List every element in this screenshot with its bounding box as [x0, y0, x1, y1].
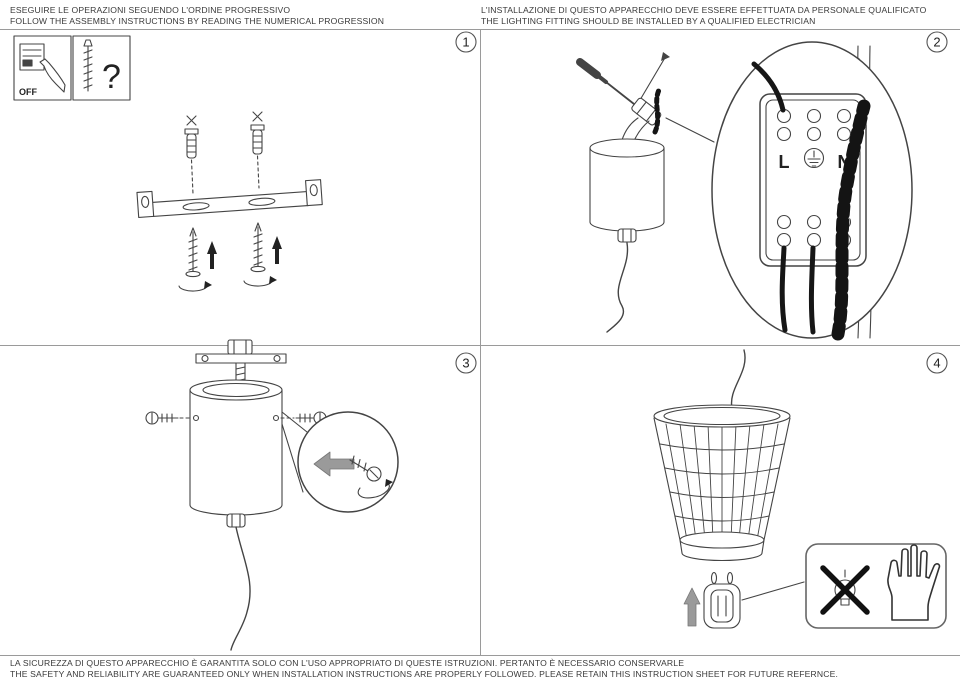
step-3-badge: 3: [455, 352, 477, 374]
earth-symbol-icon: [803, 147, 825, 169]
screw-question-icon: ?: [72, 35, 131, 101]
power-off-icon: OFF: [13, 35, 72, 101]
pendant-wire: [606, 242, 629, 333]
screw-detail-callout: [281, 411, 399, 513]
panel-4: [653, 349, 947, 629]
ceiling-cup: [589, 138, 665, 333]
svg-text:1: 1: [462, 35, 469, 50]
header-right: L'INSTALLAZIONE DI QUESTO APPARECCHIO DE…: [481, 5, 926, 27]
mounting-bracket: [136, 179, 323, 218]
header-left: ESEGUIRE LE OPERAZIONI SEGUENDO L'ORDINE…: [10, 5, 384, 27]
glove-icon: [887, 544, 941, 621]
insert-arrow-up: [683, 587, 701, 627]
live-label: L: [779, 152, 790, 172]
warning-leader: [741, 581, 805, 601]
svg-text:3: 3: [462, 356, 469, 371]
svg-text:OFF: OFF: [19, 87, 37, 97]
wall-plug-left-icon: [184, 128, 199, 195]
terminal-detail-callout: L N: [711, 41, 913, 341]
svg-text:2: 2: [933, 35, 940, 50]
wire-black-top: [751, 61, 786, 113]
step-1-badge: 1: [455, 31, 477, 53]
push-arrow-left: [313, 451, 355, 477]
ceiling-bracket-mounted: [195, 339, 287, 386]
lampshade: [653, 404, 791, 562]
header-right-line1: L'INSTALLAZIONE DI QUESTO APPARECCHIO DE…: [481, 5, 927, 15]
position-x-marks: [186, 111, 263, 126]
panel-2: L N: [576, 41, 913, 341]
side-screw-left: [145, 411, 193, 425]
striped-cable-small: [652, 85, 663, 135]
mounting-screw-left: [178, 227, 217, 292]
wire-black-bottom-2: [808, 245, 816, 335]
insert-arrow-up: [207, 241, 217, 269]
pendant-wire: [230, 526, 251, 651]
footer-line2: THE SAFETY AND RELIABILITY ARE GUARANTEE…: [10, 668, 838, 679]
cup-wires: [621, 117, 650, 142]
header-left-line1: ESEGUIRE LE OPERAZIONI SEGUENDO L'ORDINE…: [10, 5, 291, 15]
header-left-line2: FOLLOW THE ASSEMBLY INSTRUCTIONS BY READ…: [10, 15, 385, 26]
step-2-badge: 2: [926, 31, 948, 53]
rotate-arrow: [243, 279, 273, 287]
wire-black-bottom-1: [779, 245, 788, 333]
svg-text:4: 4: [933, 356, 940, 371]
no-touch-icon: [820, 565, 870, 615]
screwdriver-icon: [576, 58, 635, 105]
panel-grid: [0, 29, 960, 656]
pendant-wire-top: [730, 349, 746, 409]
callout-leader: [665, 117, 715, 143]
footer-line1: LA SICUREZZA DI QUESTO APPARECCHIO È GAR…: [10, 658, 685, 668]
wall-plug-right-icon: [250, 124, 265, 189]
footer: LA SICUREZZA DI QUESTO APPARECCHIO È GAR…: [10, 658, 838, 680]
header-right-line2: THE LIGHTING FITTING SHOULD BE INSTALLED…: [481, 15, 816, 26]
warning-box: [805, 543, 947, 629]
panel-3: [145, 339, 399, 651]
rotate-arrow: [357, 482, 390, 499]
pointer-arrow: [639, 52, 670, 101]
insert-arrow-up: [272, 236, 282, 264]
mounting-screw-right: [243, 222, 282, 287]
step-4-badge: 4: [926, 352, 948, 374]
striped-sheath: [831, 99, 871, 341]
fixture-body: [189, 379, 283, 651]
halogen-bulb: [703, 571, 741, 629]
svg-text:?: ?: [102, 58, 121, 96]
panel-1: OFF ?: [13, 35, 323, 292]
rotate-arrow: [178, 284, 208, 292]
